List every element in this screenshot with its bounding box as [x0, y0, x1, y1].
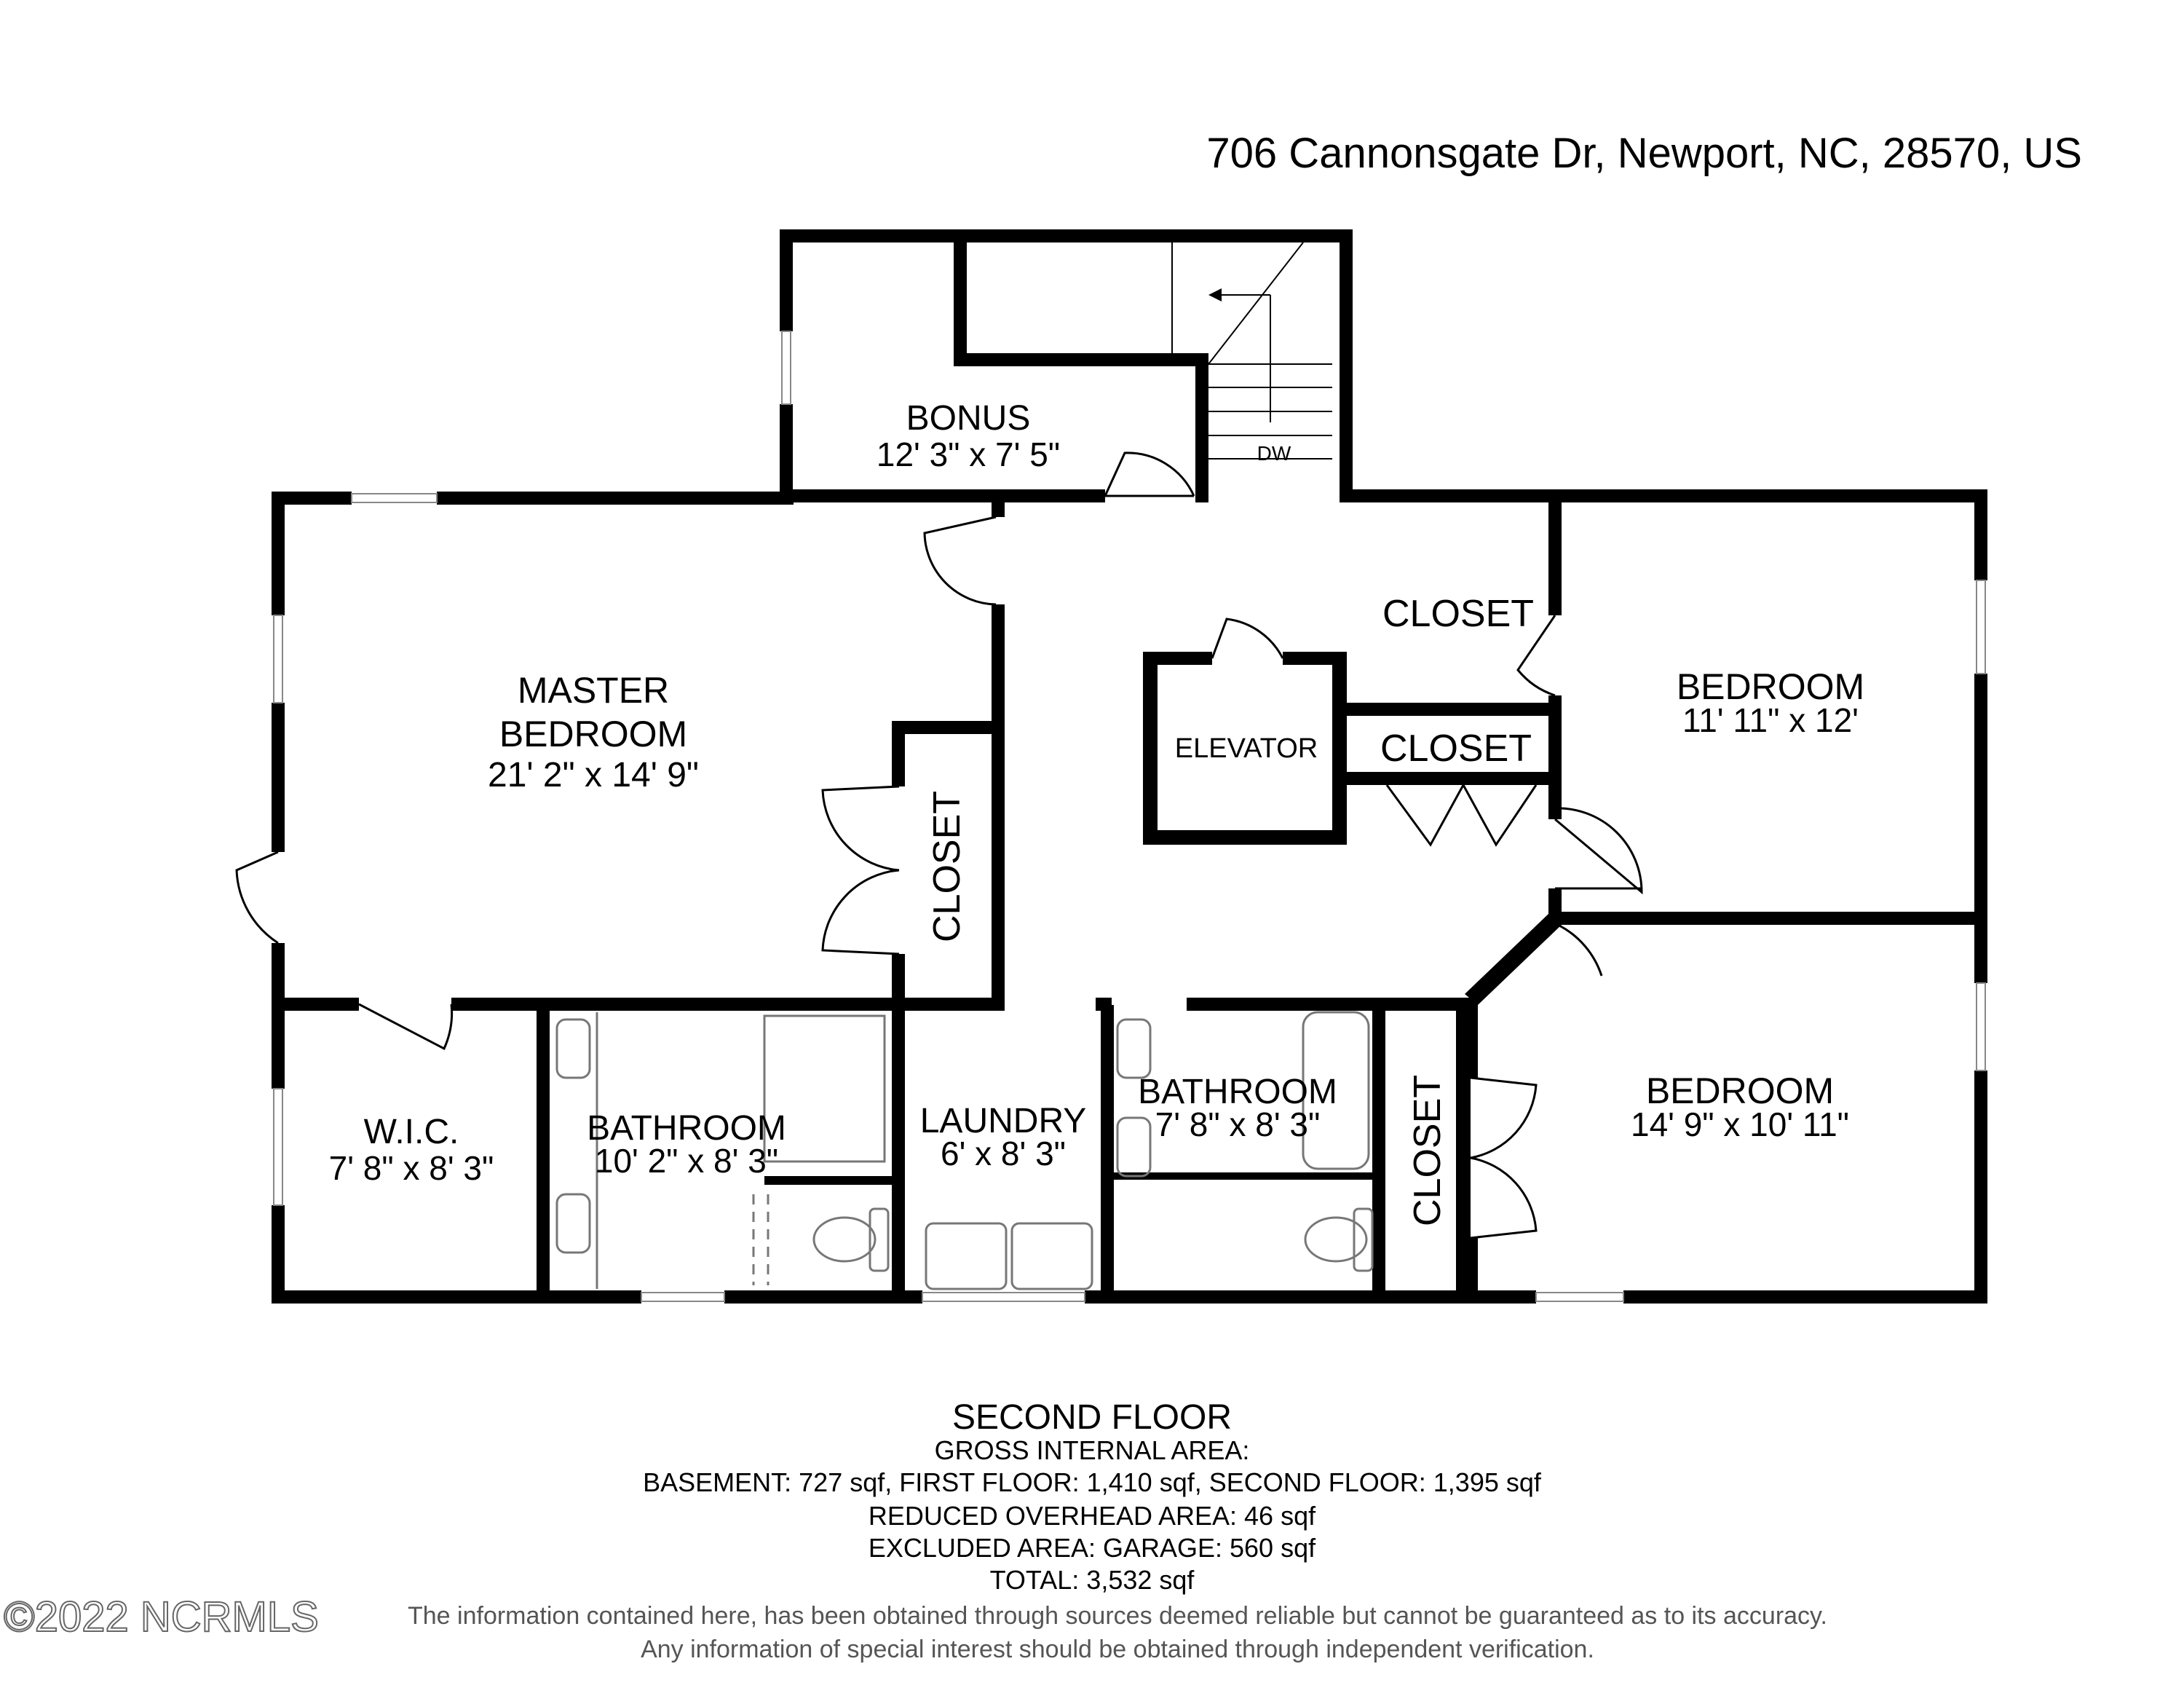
- disclaimer-line-2: Any information of special interest shou…: [641, 1636, 1594, 1663]
- room-bedroom-lower-name: BEDROOM: [1646, 1070, 1834, 1111]
- room-bedroom-lower-dims: 14' 9" x 10' 11": [1631, 1105, 1849, 1143]
- summary-line-4: EXCLUDED AREA: GARAGE: 560 sqf: [869, 1533, 1316, 1563]
- room-bedroom-upper-name: BEDROOM: [1677, 666, 1864, 707]
- windows: [273, 331, 1986, 1302]
- room-bath-master-name: BATHROOM: [587, 1109, 786, 1148]
- area-summary: SECOND FLOOR GROSS INTERNAL AREA: BASEME…: [643, 1398, 1542, 1595]
- room-elevator: ELEVATOR: [1175, 733, 1318, 764]
- room-closet-master: CLOSET: [926, 791, 968, 942]
- stairs: [1171, 240, 1332, 460]
- room-bonus-dims: 12' 3" x 7' 5": [877, 435, 1060, 473]
- summary-line-1: GROSS INTERNAL AREA:: [935, 1435, 1250, 1465]
- summary-line-5: TOTAL: 3,532 sqf: [990, 1565, 1195, 1595]
- room-wic-dims: 7' 8" x 8' 3": [329, 1149, 494, 1187]
- room-laundry-name: LAUNDRY: [920, 1102, 1087, 1140]
- room-closet-bed: CLOSET: [1406, 1075, 1449, 1226]
- room-bedroom-upper-dims: 11' 11" x 12': [1682, 701, 1859, 739]
- stairs-label: DW: [1257, 442, 1291, 465]
- walls: [272, 229, 1987, 1304]
- room-laundry-dims: 6' x 8' 3": [941, 1135, 1066, 1172]
- room-wic-name: W.I.C.: [364, 1113, 459, 1151]
- summary-line-3: REDUCED OVERHEAD AREA: 46 sqf: [869, 1501, 1316, 1531]
- summary-line-2: BASEMENT: 727 sqf, FIRST FLOOR: 1,410 sq…: [643, 1467, 1542, 1497]
- room-labels: BONUS 12' 3" x 7' 5" MASTER BEDROOM 21' …: [329, 399, 1865, 1226]
- room-closet-top: CLOSET: [1382, 593, 1534, 635]
- address-label: 706 Cannonsgate Dr, Newport, NC, 28570, …: [1206, 130, 2082, 177]
- room-master-name-2: BEDROOM: [499, 714, 687, 754]
- doors: [235, 451, 1643, 1239]
- fixtures: [555, 1011, 1374, 1290]
- watermark-text: ©2022 NCRMLS: [4, 1593, 319, 1641]
- room-closet-mid: CLOSET: [1380, 727, 1532, 770]
- room-master-dims: 21' 2" x 14' 9": [488, 756, 699, 794]
- room-bath-hall-name: BATHROOM: [1138, 1073, 1337, 1111]
- room-master-name-1: MASTER: [518, 670, 669, 711]
- room-bath-master-dims: 10' 2" x 8' 3": [595, 1142, 778, 1180]
- floor-title: SECOND FLOOR: [952, 1398, 1232, 1437]
- disclaimer: The information contained here, has been…: [408, 1602, 1827, 1663]
- room-bonus-name: BONUS: [906, 399, 1031, 438]
- room-bath-hall-dims: 7' 8" x 8' 3": [1155, 1105, 1321, 1143]
- disclaimer-line-1: The information contained here, has been…: [408, 1602, 1827, 1630]
